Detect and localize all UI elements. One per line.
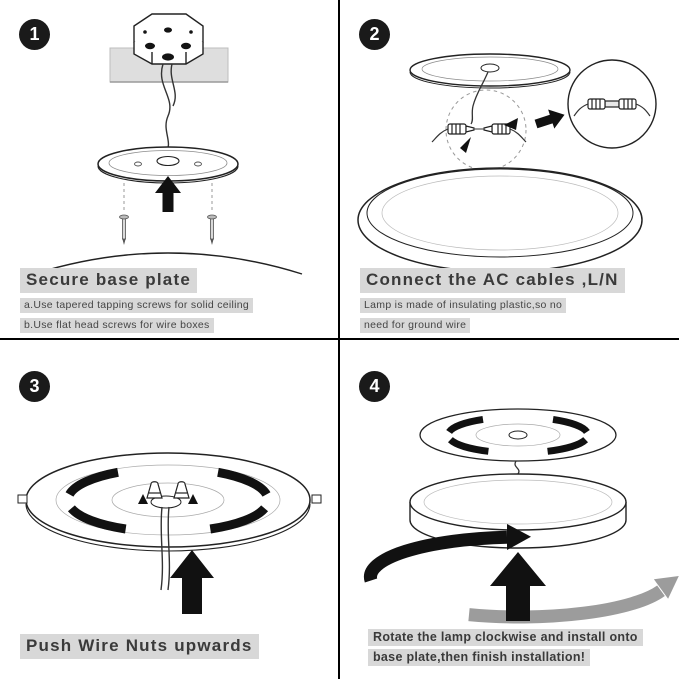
zoom-arrow-icon [534, 109, 565, 129]
step-2-number-badge: 2 [359, 19, 390, 50]
step-1-panel: 1 Secure base plate a.Use tapered tappin… [0, 0, 338, 338]
junction-box-holes [143, 27, 193, 61]
step-4-caption: Rotate the lamp clockwise and install on… [368, 626, 673, 666]
step-2-note-line2: need for ground wire [360, 318, 471, 333]
wire-icon [470, 71, 489, 125]
step-4-number-badge: 4 [359, 371, 390, 402]
screw-icon [119, 214, 217, 245]
wire-icon [514, 460, 520, 475]
step-3-illustration [17, 452, 322, 614]
screw-guide-lines [123, 183, 213, 213]
lamp-icon [357, 167, 643, 273]
up-arrow-icon [490, 552, 546, 621]
nut-arrow-icon [138, 494, 198, 504]
up-arrow-icon [155, 176, 181, 212]
step-1-note-a: a.Use tapered tapping screws for solid c… [20, 298, 254, 313]
up-arrow-icon [170, 550, 214, 614]
focus-dashed-circle-icon [445, 89, 527, 171]
wire-icon [160, 63, 176, 153]
step-1-number-badge: 1 [19, 19, 50, 50]
step-3-title: Push Wire Nuts upwards [20, 634, 259, 659]
step-4-title-line1: Rotate the lamp clockwise and install on… [368, 629, 643, 646]
step-2-illustration [357, 53, 657, 273]
connector-push-arrow-icon [460, 118, 518, 153]
wire-nut-icon [138, 481, 198, 509]
step-3-caption: Push Wire Nuts upwards [20, 634, 332, 659]
step-4-title-line2: base plate,then finish installation! [368, 649, 591, 666]
step-1-title: Secure base plate [20, 268, 197, 293]
step-1-illustration [33, 13, 303, 275]
base-plate-icon [419, 408, 617, 462]
step-2-caption: Connect the AC cables ,L/N Lamp is made … [360, 268, 673, 333]
step-3-panel: 3 Push Wire Nuts upwards [0, 340, 338, 679]
step-4-illustration [363, 408, 679, 624]
step-2-panel: 2 Connect the AC cables ,L/N Lamp is mad… [340, 0, 679, 338]
base-plate-icon [97, 146, 239, 184]
magnifier-detail-icon [567, 59, 657, 149]
plate-slot-icon [446, 415, 590, 455]
wire-icon [160, 506, 171, 591]
step-4-panel: 4 Rotate the lamp clockwise and install … [340, 340, 679, 679]
step-3-number-badge: 3 [19, 371, 50, 402]
step-1-caption: Secure base plate a.Use tapered tapping … [20, 268, 332, 333]
ac-connector-icon [431, 123, 527, 143]
step-1-note-b: b.Use flat head screws for wire boxes [20, 318, 214, 333]
plate-slot-icon [65, 467, 271, 534]
step-2-title: Connect the AC cables ,L/N [360, 268, 625, 293]
base-plate-icon [409, 53, 571, 89]
lamp-dome-icon [33, 252, 303, 275]
step-2-note-line1: Lamp is made of insulating plastic,so no [360, 298, 567, 313]
rotate-arrow-black-icon [363, 524, 531, 583]
rotate-arrow-gray-icon [468, 576, 679, 624]
